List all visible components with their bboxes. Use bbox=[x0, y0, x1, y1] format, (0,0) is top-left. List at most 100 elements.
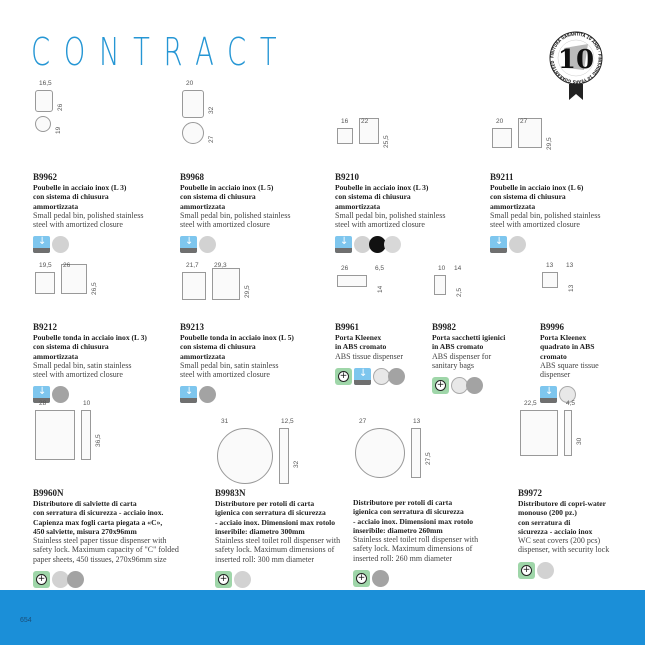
product-front-view bbox=[520, 410, 558, 456]
finish-swatch-icon[interactable] bbox=[52, 571, 69, 589]
page-title: CONTRACT bbox=[31, 30, 291, 74]
dimension-label: 27 bbox=[359, 418, 367, 425]
product-front-view bbox=[492, 128, 512, 148]
dimension-label: 14 bbox=[377, 285, 384, 293]
product-side-view bbox=[411, 428, 421, 478]
product-code: B9961 bbox=[335, 322, 360, 332]
product-description-line: ABS dispenser for bbox=[432, 351, 492, 361]
pedal-bin-icon: ↓ bbox=[540, 386, 557, 404]
finish-swatch-icon[interactable] bbox=[67, 571, 84, 589]
product-title-line: - acciaio inox. Dimensioni max rotolo bbox=[353, 516, 474, 526]
product-title-line: Distributore per rotoli di carta bbox=[353, 498, 453, 507]
finish-swatch-icon[interactable] bbox=[52, 236, 69, 254]
product-code: B9962 bbox=[33, 172, 58, 182]
product-title-line: Porta sacchetti igienici bbox=[432, 333, 506, 342]
product-description-line: Stainless steel toilet roll dispenser wi… bbox=[353, 535, 479, 545]
product-description-line: sanitary bags bbox=[432, 360, 474, 370]
product-code: B9968 bbox=[180, 172, 205, 182]
product-description-line: ABS square tissue bbox=[540, 360, 599, 370]
dimension-label: 20 bbox=[496, 118, 504, 125]
wall-mount-icon: + bbox=[335, 367, 352, 385]
finish-icons: + bbox=[215, 571, 340, 589]
dimension-label: 22,5 bbox=[524, 400, 537, 407]
page-number: 654 bbox=[20, 617, 32, 624]
product-description-line: Small pedal bin, polished stainless bbox=[33, 210, 144, 220]
dimension-label: 22 bbox=[361, 118, 369, 125]
dimension-label: 28 bbox=[39, 400, 47, 407]
product-side-view bbox=[212, 268, 240, 300]
finish-swatch-icon[interactable] bbox=[466, 377, 483, 395]
dimension-label: 31 bbox=[221, 418, 229, 425]
finish-swatch-icon[interactable] bbox=[559, 386, 576, 404]
dimension-label: 20 bbox=[186, 80, 194, 87]
dimension-label: 14 bbox=[454, 265, 462, 272]
finish-swatch-icon[interactable] bbox=[199, 386, 216, 404]
product-code: B9996 bbox=[540, 322, 565, 332]
finish-icons: + bbox=[353, 570, 478, 588]
dimension-label: 10 bbox=[83, 400, 91, 407]
product-top-view bbox=[35, 116, 51, 132]
product-title-line: con sistema di chiusura bbox=[180, 342, 256, 352]
product-description-line: paper sheets, 450 tissues, 270x96mm size bbox=[33, 554, 167, 564]
finish-swatch-icon[interactable] bbox=[234, 571, 251, 589]
product-title-line: ammortizzata bbox=[490, 201, 536, 211]
wall-mount-icon: + bbox=[518, 561, 535, 579]
product-front-view bbox=[337, 128, 353, 144]
product-description-line: steel with amortized closure bbox=[33, 370, 123, 380]
finish-swatch-icon[interactable] bbox=[509, 236, 526, 254]
product-front-view bbox=[182, 90, 204, 118]
pedal-bin-icon: ↓ bbox=[354, 367, 371, 385]
footer-bar bbox=[0, 590, 645, 645]
product-code: B9212 bbox=[33, 322, 58, 332]
dimension-label: 32 bbox=[293, 460, 300, 468]
finish-swatch-icon[interactable] bbox=[372, 570, 389, 588]
product-description-line: Small pedal bin, polished stainless bbox=[180, 210, 291, 220]
product-description-line: steel with amortized closure bbox=[33, 220, 123, 230]
wall-mount-icon: + bbox=[353, 570, 370, 588]
product-title-line: Porta Kleenex bbox=[540, 333, 587, 342]
dimension-label: 30 bbox=[576, 437, 583, 445]
dimension-label: 13 bbox=[546, 262, 554, 269]
finish-swatch-icon[interactable] bbox=[388, 367, 405, 385]
finish-icons: ↓ bbox=[490, 236, 600, 254]
product-description-line: WC seat covers (200 pcs) bbox=[518, 536, 601, 546]
product-front-view bbox=[337, 275, 367, 287]
dimension-label: 26 bbox=[63, 262, 71, 269]
dimension-label: 36,5 bbox=[95, 434, 102, 447]
wall-mount-icon: + bbox=[33, 571, 50, 589]
product-title-line: Poubelle in acciaio inox (L 6) bbox=[490, 183, 584, 192]
finish-swatch-icon[interactable] bbox=[354, 236, 371, 254]
finish-swatch-icon[interactable] bbox=[199, 236, 216, 254]
product-front-view bbox=[35, 410, 75, 460]
dimension-label: 27 bbox=[208, 135, 215, 143]
dimension-label: 13 bbox=[566, 262, 574, 269]
warranty-badge: FINITURA GARANTITA 10 ANNI · FINISHING 1… bbox=[540, 28, 612, 103]
pedal-bin-icon: ↓ bbox=[180, 236, 197, 254]
dimension-label: 32 bbox=[208, 106, 215, 114]
dimension-label: 21,7 bbox=[186, 262, 199, 269]
finish-swatch-icon[interactable] bbox=[369, 236, 386, 254]
product-description-line: steel with amortized closure bbox=[180, 370, 270, 380]
dimension-label: 27 bbox=[520, 118, 528, 125]
product-title-line: 450 salviette, misura 270x96mm bbox=[33, 526, 137, 536]
product-title-line: ammortizzata bbox=[33, 201, 79, 211]
product-front-view bbox=[542, 272, 558, 288]
finish-swatch-icon[interactable] bbox=[384, 236, 401, 254]
product-title-line: con serratura di sicurezza - acciaio ino… bbox=[33, 508, 164, 518]
pedal-bin-icon: ↓ bbox=[490, 236, 507, 254]
product-title-line: con sistema di chiusura bbox=[33, 192, 109, 202]
product-title-line: ammortizzata bbox=[33, 351, 79, 361]
product-front-view bbox=[182, 272, 206, 300]
finish-swatch-icon[interactable] bbox=[537, 561, 554, 579]
product-title-line: igienica con serratura di sicurezza bbox=[215, 508, 326, 518]
product-title-line: con sistema di chiusura bbox=[335, 192, 411, 202]
product-title-line: con sistema di chiusura bbox=[33, 342, 109, 352]
finish-swatch-icon[interactable] bbox=[52, 386, 69, 404]
product-description-line: Small pedal bin, polished stainless bbox=[490, 210, 601, 220]
product-front-view bbox=[355, 428, 405, 478]
